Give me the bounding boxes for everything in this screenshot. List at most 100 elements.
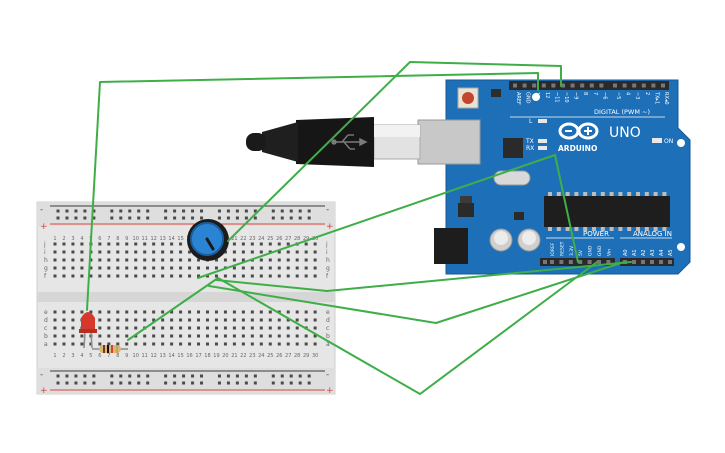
- breadboard-hole[interactable]: [179, 258, 183, 262]
- breadboard-hole[interactable]: [116, 326, 120, 330]
- breadboard-hole[interactable]: [205, 334, 209, 338]
- breadboard-hole[interactable]: [188, 274, 192, 278]
- breadboard-hole[interactable]: [152, 318, 156, 322]
- breadboard-hole[interactable]: [71, 334, 75, 338]
- breadboard-hole[interactable]: [134, 334, 138, 338]
- breadboard-hole[interactable]: [53, 310, 57, 314]
- breadboard-hole[interactable]: [143, 318, 147, 322]
- breadboard-hole[interactable]: [62, 326, 66, 330]
- breadboard-hole[interactable]: [53, 258, 57, 262]
- rail-hole[interactable]: [128, 381, 132, 385]
- breadboard-hole[interactable]: [313, 342, 317, 346]
- rail-hole[interactable]: [137, 216, 141, 220]
- rail-hole[interactable]: [244, 381, 248, 385]
- digital-pin[interactable]: [513, 83, 517, 88]
- breadboard-hole[interactable]: [152, 258, 156, 262]
- breadboard-hole[interactable]: [71, 342, 75, 346]
- breadboard-hole[interactable]: [71, 266, 75, 270]
- breadboard-hole[interactable]: [214, 326, 218, 330]
- breadboard-hole[interactable]: [232, 250, 236, 254]
- breadboard-hole[interactable]: [170, 258, 174, 262]
- breadboard-hole[interactable]: [134, 242, 138, 246]
- breadboard-hole[interactable]: [98, 310, 102, 314]
- rail-hole[interactable]: [289, 216, 293, 220]
- breadboard-hole[interactable]: [152, 274, 156, 278]
- power-pin[interactable]: [550, 260, 554, 264]
- rail-hole[interactable]: [217, 374, 221, 378]
- breadboard-hole[interactable]: [232, 334, 236, 338]
- breadboard-hole[interactable]: [286, 242, 290, 246]
- breadboard-hole[interactable]: [53, 318, 57, 322]
- breadboard-hole[interactable]: [71, 326, 75, 330]
- breadboard-hole[interactable]: [232, 274, 236, 278]
- breadboard-hole[interactable]: [161, 310, 165, 314]
- breadboard-hole[interactable]: [250, 318, 254, 322]
- breadboard-hole[interactable]: [223, 326, 227, 330]
- breadboard-hole[interactable]: [205, 326, 209, 330]
- breadboard-hole[interactable]: [134, 250, 138, 254]
- rail-hole[interactable]: [298, 209, 302, 213]
- breadboard-hole[interactable]: [98, 318, 102, 322]
- rail-hole[interactable]: [146, 374, 150, 378]
- breadboard-hole[interactable]: [125, 326, 129, 330]
- rail-hole[interactable]: [235, 381, 239, 385]
- breadboard-hole[interactable]: [143, 242, 147, 246]
- rail-hole[interactable]: [253, 374, 257, 378]
- breadboard-hole[interactable]: [188, 266, 192, 270]
- breadboard-hole[interactable]: [98, 326, 102, 330]
- digital-pin[interactable]: [522, 83, 527, 88]
- breadboard-hole[interactable]: [304, 318, 308, 322]
- power-pin[interactable]: [597, 260, 601, 264]
- rail-hole[interactable]: [271, 216, 275, 220]
- breadboard-hole[interactable]: [80, 242, 84, 246]
- breadboard-hole[interactable]: [53, 266, 57, 270]
- analog-pin[interactable]: [650, 260, 654, 264]
- breadboard-hole[interactable]: [286, 318, 290, 322]
- breadboard-hole[interactable]: [134, 318, 138, 322]
- rail-hole[interactable]: [173, 216, 177, 220]
- breadboard-hole[interactable]: [214, 334, 218, 338]
- breadboard-hole[interactable]: [295, 334, 299, 338]
- rail-hole[interactable]: [217, 381, 221, 385]
- rail-hole[interactable]: [235, 209, 239, 213]
- rail-hole[interactable]: [110, 216, 114, 220]
- breadboard-hole[interactable]: [62, 242, 66, 246]
- breadboard-hole[interactable]: [286, 342, 290, 346]
- rail-hole[interactable]: [119, 374, 123, 378]
- rail-hole[interactable]: [307, 209, 311, 213]
- led[interactable]: [79, 312, 97, 349]
- breadboard-hole[interactable]: [80, 266, 84, 270]
- rail-hole[interactable]: [92, 381, 96, 385]
- rail-hole[interactable]: [235, 374, 239, 378]
- breadboard-hole[interactable]: [188, 250, 192, 254]
- power-pin[interactable]: [606, 260, 611, 264]
- digital-pin[interactable]: [561, 83, 565, 88]
- breadboard-hole[interactable]: [295, 318, 299, 322]
- rail-hole[interactable]: [200, 374, 204, 378]
- breadboard-hole[interactable]: [268, 326, 272, 330]
- rail-hole[interactable]: [128, 216, 132, 220]
- breadboard-hole[interactable]: [125, 318, 129, 322]
- rail-hole[interactable]: [83, 381, 87, 385]
- breadboard-hole[interactable]: [286, 334, 290, 338]
- wire-pot-to-a1[interactable]: [215, 261, 632, 292]
- breadboard-hole[interactable]: [161, 274, 165, 278]
- breadboard-hole[interactable]: [116, 274, 120, 278]
- breadboard-hole[interactable]: [197, 310, 201, 314]
- breadboard-hole[interactable]: [223, 342, 227, 346]
- breadboard-hole[interactable]: [134, 266, 138, 270]
- breadboard-hole[interactable]: [98, 334, 102, 338]
- breadboard-hole[interactable]: [277, 266, 281, 270]
- rail-hole[interactable]: [65, 209, 69, 213]
- breadboard-hole[interactable]: [116, 334, 120, 338]
- breadboard-hole[interactable]: [197, 266, 201, 270]
- breadboard-hole[interactable]: [98, 250, 102, 254]
- breadboard-hole[interactable]: [152, 250, 156, 254]
- breadboard-hole[interactable]: [116, 310, 120, 314]
- breadboard-hole[interactable]: [277, 318, 281, 322]
- digital-pin[interactable]: [532, 83, 537, 88]
- rail-hole[interactable]: [280, 216, 284, 220]
- potentiometer[interactable]: [187, 219, 229, 261]
- rail-hole[interactable]: [146, 381, 150, 385]
- breadboard-hole[interactable]: [161, 242, 165, 246]
